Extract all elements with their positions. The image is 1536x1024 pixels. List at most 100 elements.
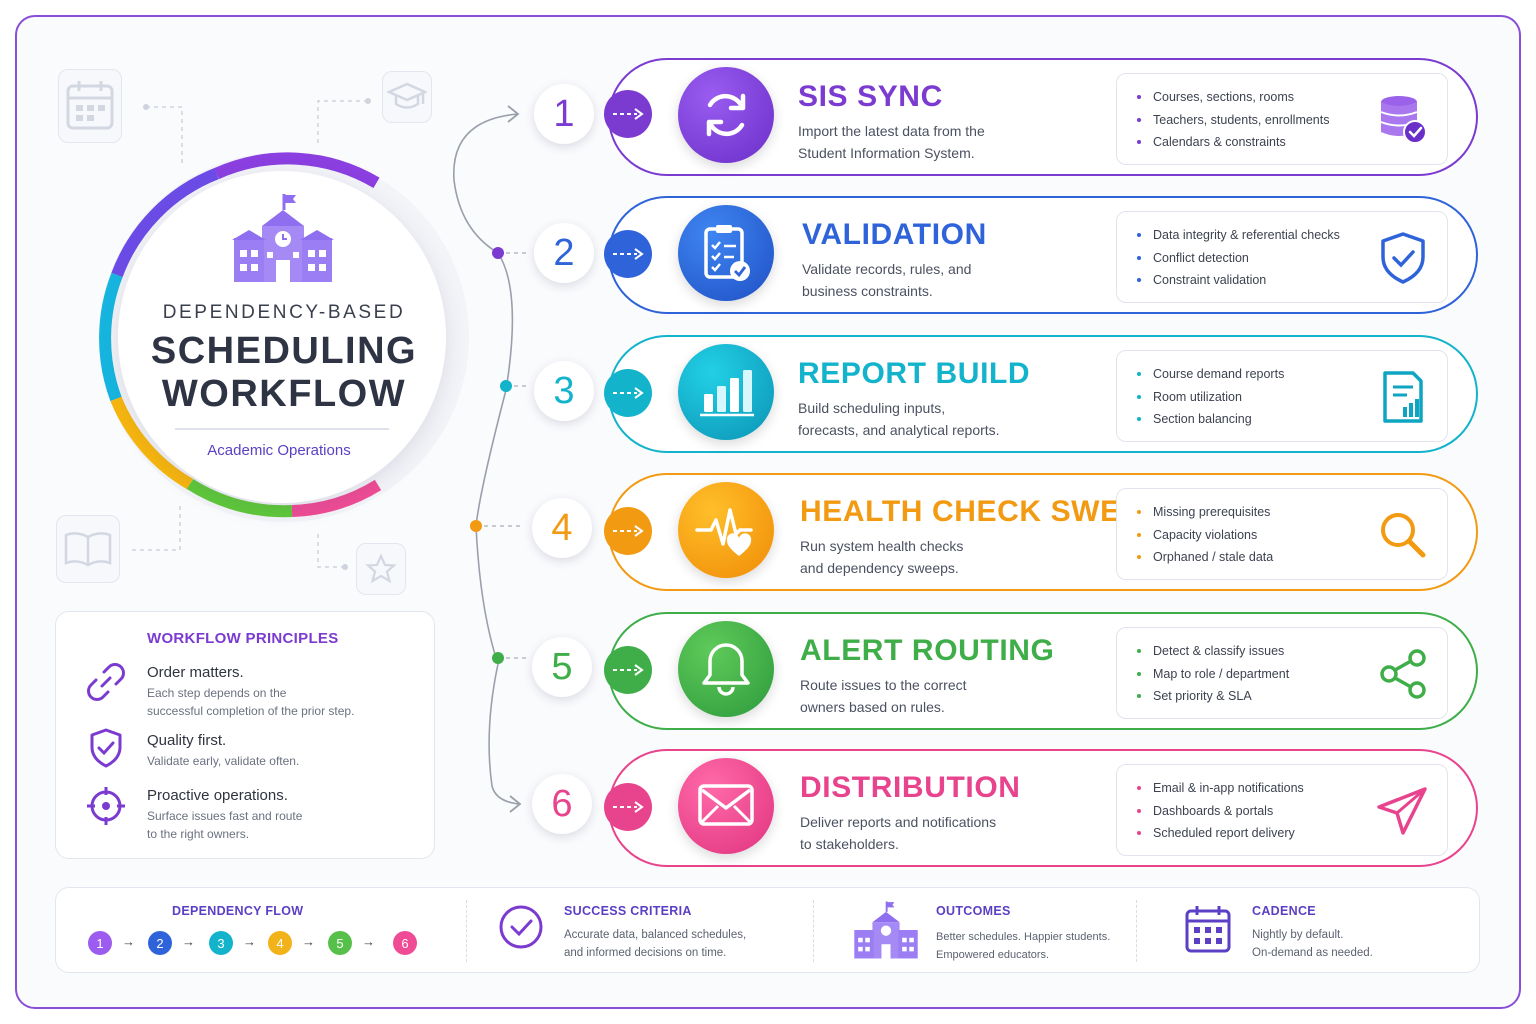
success-criteria-text: Accurate data, balanced schedules, and i… — [564, 926, 746, 962]
step-details-1: Courses, sections, rooms Teachers, stude… — [1116, 73, 1448, 165]
main-icon-2 — [678, 205, 774, 301]
bullet-item: Map to role / department — [1137, 663, 1289, 686]
hero-divider — [175, 428, 389, 430]
shield-check-icon — [1381, 232, 1425, 284]
flow-arrow: → — [362, 934, 375, 949]
arrow-badge-6 — [604, 783, 652, 831]
step-desc-3-line-1: Build scheduling inputs, — [798, 400, 946, 416]
step-desc-1-line-2: Student Information System. — [798, 145, 975, 161]
calendar-icon — [66, 81, 114, 130]
principle-desc-1: Each step depends on the successful comp… — [147, 684, 417, 720]
step-title-5: ALERT ROUTING — [800, 634, 1055, 667]
bullet-item: Course demand reports — [1137, 363, 1284, 386]
dashed-arrow-icon — [613, 387, 644, 399]
flow-dot-3: 3 — [209, 931, 233, 955]
flow-dot-6: 6 — [393, 931, 417, 955]
magnifier-icon — [1381, 513, 1426, 558]
outcomes-line-1: Better schedules. Happier students. — [936, 931, 1111, 943]
star-tile — [356, 543, 406, 595]
step-desc-6-line-1: Deliver reports and notifications — [800, 814, 997, 830]
step-desc-1: Import the latest data from the Student … — [798, 120, 1048, 164]
step-card-report-build: REPORT BUILD Build scheduling inputs, fo… — [604, 335, 1478, 453]
flow-dot-2: 2 — [148, 931, 172, 955]
bullet-item: Conflict detection — [1137, 247, 1340, 270]
step-title-6: DISTRIBUTION — [800, 771, 1021, 804]
arrow-badge-4 — [604, 507, 652, 555]
step-number-6: 6 — [532, 774, 592, 834]
strip-divider — [1136, 900, 1137, 962]
principle-desc-2: Validate early, validate often. — [147, 754, 300, 768]
dashed-arrow-icon — [613, 248, 644, 260]
step-desc-5: Route issues to the correct owners based… — [800, 674, 1050, 718]
bullet-item: Capacity violations — [1137, 524, 1273, 547]
workflow-principles-panel: WORKFLOW PRINCIPLES Order matters. Each … — [55, 611, 435, 859]
bullet-item: Room utilization — [1137, 386, 1284, 409]
step-card-health-check: HEALTH CHECK SWEEP Run system health che… — [604, 473, 1478, 591]
bullet-item: Courses, sections, rooms — [1137, 86, 1329, 109]
step-details-4: Missing prerequisites Capacity violation… — [1116, 488, 1448, 580]
hero-tagline: Academic Operations — [207, 442, 351, 459]
step-title-1: SIS SYNC — [798, 80, 943, 113]
step-desc-4-line-1: Run system health checks — [800, 538, 964, 554]
step-desc-4-line-2: and dependency sweeps. — [800, 560, 959, 576]
chain-link-icon — [87, 663, 125, 701]
arrow-badge-5 — [604, 646, 652, 694]
target-icon — [87, 787, 125, 825]
step-desc-6-line-2: to stakeholders. — [800, 836, 899, 852]
cadence-text: Nightly by default. On-demand as needed. — [1252, 926, 1373, 962]
flow-dot-4: 4 — [268, 931, 292, 955]
step-card-distribution: DISTRIBUTION Deliver reports and notific… — [604, 749, 1478, 867]
sync-icon — [706, 93, 746, 137]
step-desc-3: Build scheduling inputs, forecasts, and … — [798, 397, 1048, 441]
main-icon-5 — [678, 621, 774, 717]
arrow-badge-3 — [604, 369, 652, 417]
share-nodes-icon — [1380, 649, 1426, 699]
bullet-item: Orphaned / stale data — [1137, 546, 1273, 569]
step-desc-2: Validate records, rules, and business co… — [802, 258, 1052, 302]
check-circle-icon — [499, 905, 543, 949]
bullet-item: Section balancing — [1137, 408, 1284, 431]
flow-arrow: → — [302, 934, 315, 949]
hero-title-line-2: WORKFLOW — [161, 373, 407, 415]
arrow-badge-2 — [604, 230, 652, 278]
paper-plane-icon — [1377, 787, 1427, 835]
cadence-heading: CADENCE — [1252, 904, 1316, 918]
main-icon-6 — [678, 758, 774, 854]
step-details-6: Email & in-app notifications Dashboards … — [1116, 764, 1448, 856]
outcomes-text: Better schedules. Happier students. Empo… — [936, 928, 1110, 964]
outcomes-line-2: Empowered educators. — [936, 949, 1050, 961]
bullet-item: Set priority & SLA — [1137, 685, 1289, 708]
bullet-item: Calendars & constraints — [1137, 131, 1329, 154]
bullet-item: Teachers, students, enrollments — [1137, 109, 1329, 132]
heartbeat-icon — [695, 508, 753, 556]
flow-dot-5: 5 — [328, 931, 352, 955]
principle-title-3: Proactive operations. — [147, 787, 288, 804]
step-details-5: Detect & classify issues Map to role / d… — [1116, 627, 1448, 719]
bullet-item: Detect & classify issues — [1137, 640, 1289, 663]
bullet-item: Dashboards & portals — [1137, 800, 1304, 823]
success-criteria-line-1: Accurate data, balanced schedules, — [564, 929, 747, 941]
book-tile — [56, 515, 120, 583]
shield-check-icon — [90, 728, 122, 768]
bell-icon — [702, 643, 750, 696]
flow-arrow: → — [243, 934, 256, 949]
outcomes-heading: OUTCOMES — [936, 904, 1011, 918]
graduation-cap-icon — [387, 82, 427, 109]
timeline-connector — [453, 105, 528, 813]
step-desc-2-line-1: Validate records, rules, and — [802, 261, 972, 277]
step-card-validation: VALIDATION Validate records, rules, and … — [604, 196, 1478, 314]
principle-desc-3-line-2: to the right owners. — [147, 827, 250, 841]
dashed-arrow-icon — [613, 108, 644, 120]
step-card-alert-routing: ALERT ROUTING Route issues to the correc… — [604, 612, 1478, 730]
step-card-sis-sync: SIS SYNC Import the latest data from the… — [604, 58, 1478, 176]
hero-title-line-1: SCHEDULING — [150, 330, 418, 372]
step-desc-4: Run system health checks and dependency … — [800, 535, 1050, 579]
main-icon-3 — [678, 344, 774, 440]
graduation-cap-tile — [382, 71, 432, 123]
strip-divider — [813, 900, 814, 962]
school-building-icon — [854, 901, 918, 959]
arrow-badge-1 — [604, 90, 652, 138]
star-icon — [365, 553, 397, 584]
step-desc-6: Deliver reports and notifications to sta… — [800, 811, 1050, 855]
main-icon-1 — [678, 67, 774, 163]
